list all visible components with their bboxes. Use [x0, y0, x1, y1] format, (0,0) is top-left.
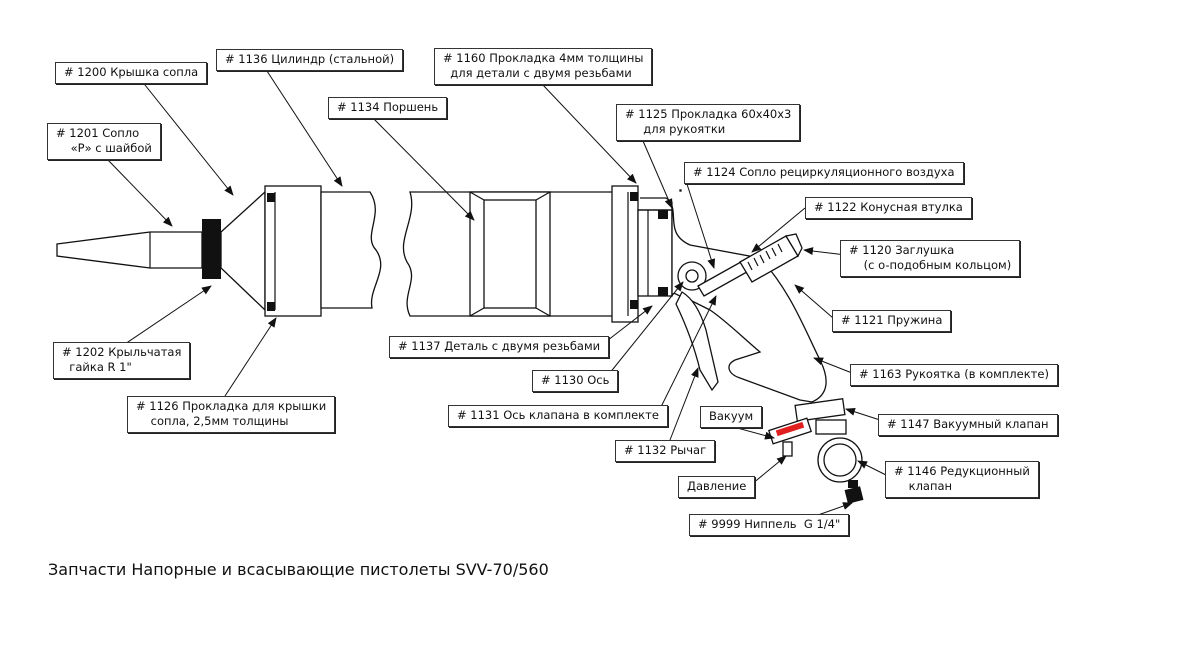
vacuum-valve-1147	[767, 398, 846, 457]
double-thread-part-1137	[637, 209, 673, 297]
handle-1163	[671, 189, 827, 403]
cylinder-1136-right	[402, 191, 633, 317]
label-1130: # 1130 Ось	[532, 370, 619, 392]
reduction-valve-1146	[815, 419, 863, 483]
label-1126: # 1126 Прокладка для крышки сопла, 2,5мм…	[127, 396, 336, 433]
leader-lines	[107, 67, 887, 516]
label-1200: # 1200 Крышка сопла	[55, 62, 208, 84]
nozzle-1201	[56, 231, 203, 269]
nipple-9999	[844, 480, 864, 504]
cap-gasket-1126	[264, 185, 322, 317]
axis-1130	[677, 261, 707, 291]
label-1124: # 1124 Сопло рециркуляционного воздуха	[684, 162, 964, 184]
nozzle-cap-1200	[220, 190, 266, 312]
label-1122: # 1122 Конусная втулка	[805, 197, 972, 219]
label-1132: # 1132 Рычаг	[615, 440, 716, 462]
label-1121: # 1121 Пружина	[832, 310, 952, 332]
label-1201: # 1201 Сопло «P» с шайбой	[47, 123, 161, 160]
lever-1132	[675, 291, 719, 392]
end-cap-1160	[611, 185, 639, 323]
label-1131: # 1131 Ось клапана в комплекте	[448, 405, 668, 427]
spring-plug-assembly	[739, 233, 803, 283]
label-1136: # 1136 Цилиндр (стальной)	[216, 49, 404, 71]
label-1202: # 1202 Крыльчатая гайка R 1"	[53, 342, 191, 379]
label-1134: # 1134 Поршень	[328, 97, 448, 119]
label-pressure: Давление	[678, 476, 756, 498]
diagram-caption: Запчасти Напорные и всасывающие пистолет…	[48, 560, 549, 579]
label-1160: # 1160 Прокладка 4мм толщины для детали …	[434, 48, 653, 85]
label-vacuum: Вакуум	[700, 406, 763, 428]
label-1137: # 1137 Деталь с двумя резьбами	[389, 336, 610, 358]
label-1147: # 1147 Вакуумный клапан	[878, 414, 1058, 436]
cylinder-1136-left	[320, 191, 382, 309]
label-1125: # 1125 Прокладка 60x40x3 для рукоятки	[616, 104, 801, 141]
label-9999: # 9999 Ниппель G 1/4"	[689, 514, 850, 536]
label-1120: # 1120 Заглушка (с o-подобным кольцом)	[840, 240, 1021, 277]
wing-nut-1202	[202, 219, 221, 279]
label-1163: # 1163 Рукоятка (в комплекте)	[850, 364, 1058, 386]
label-1146: # 1146 Редукционный клапан	[885, 461, 1039, 498]
